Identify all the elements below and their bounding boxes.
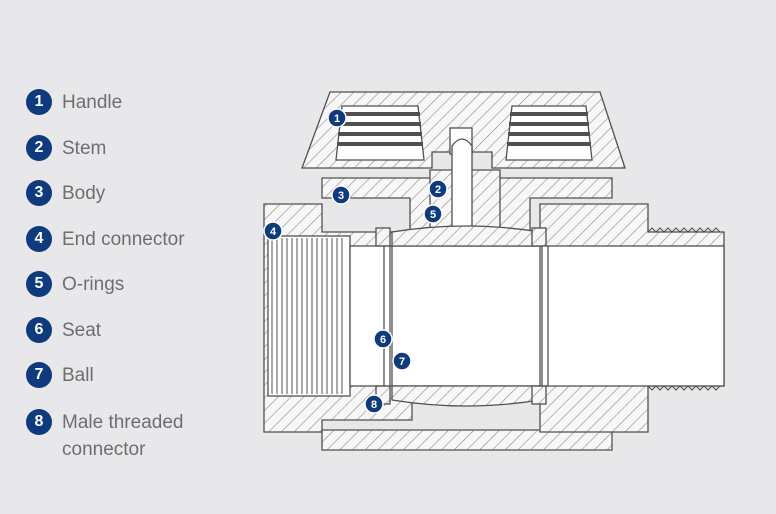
callout-8: 8	[364, 394, 384, 414]
legend-label-handle: Handle	[62, 92, 123, 113]
callout-2-label: 2	[435, 184, 441, 196]
callout-3-label: 3	[338, 190, 344, 202]
legend-badge-8: 8	[26, 409, 52, 435]
callout-5-label: 5	[430, 209, 436, 221]
union-nut	[321, 177, 613, 451]
legend-label-seat: Seat	[62, 320, 102, 341]
legend-badge-1: 1	[26, 89, 52, 115]
callout-4-label: 4	[270, 226, 277, 238]
callout-7-label: 7	[399, 356, 405, 368]
legend-badge-7: 7	[26, 362, 52, 388]
handle-part	[301, 91, 626, 169]
legend-item-end-connector: 4 End connector	[26, 226, 232, 253]
legend-item-o-rings: 5 O-rings	[26, 271, 232, 298]
legend-label-o-rings: O-rings	[62, 274, 125, 295]
callout-5: 5	[423, 204, 443, 224]
legend-label-end-connector: End connector	[62, 229, 185, 250]
ball-part	[391, 225, 541, 407]
legend-badge-5: 5	[26, 271, 52, 297]
callout-4: 4	[263, 221, 283, 241]
ball-valve-cross-section: 1 2 3 4 5 6 7 8	[263, 91, 725, 451]
legend-badge-3: 3	[26, 180, 52, 206]
bore	[349, 245, 725, 387]
callout-2: 2	[428, 179, 448, 199]
callout-6: 6	[373, 329, 393, 349]
legend-label-body: Body	[62, 183, 106, 204]
legend-label-male-threaded-connector: Male threaded connector	[62, 412, 184, 460]
legend-label-ball: Ball	[62, 365, 94, 386]
legend-badge-2: 2	[26, 135, 52, 161]
end-connector-thread	[267, 235, 351, 397]
callout-6-label: 6	[380, 334, 386, 346]
legend-badge-6: 6	[26, 317, 52, 343]
callout-1: 1	[327, 108, 347, 128]
callout-3: 3	[331, 185, 351, 205]
legend-badge-4: 4	[26, 226, 52, 252]
legend-item-ball: 7 Ball	[26, 362, 232, 389]
legend-item-male-threaded-connector: 8 Male threaded connector	[26, 409, 232, 463]
legend-item-handle: 1 Handle	[26, 89, 232, 116]
legend-item-body: 3 Body	[26, 180, 232, 207]
callout-8-label: 8	[371, 399, 377, 411]
legend-label-stem: Stem	[62, 138, 107, 159]
callout-7: 7	[392, 351, 412, 371]
male-thread-teeth	[647, 227, 721, 391]
legend-item-seat: 6 Seat	[26, 317, 232, 344]
callout-1-label: 1	[334, 113, 340, 125]
stem-part	[429, 138, 501, 237]
legend-item-stem: 2 Stem	[26, 135, 232, 162]
